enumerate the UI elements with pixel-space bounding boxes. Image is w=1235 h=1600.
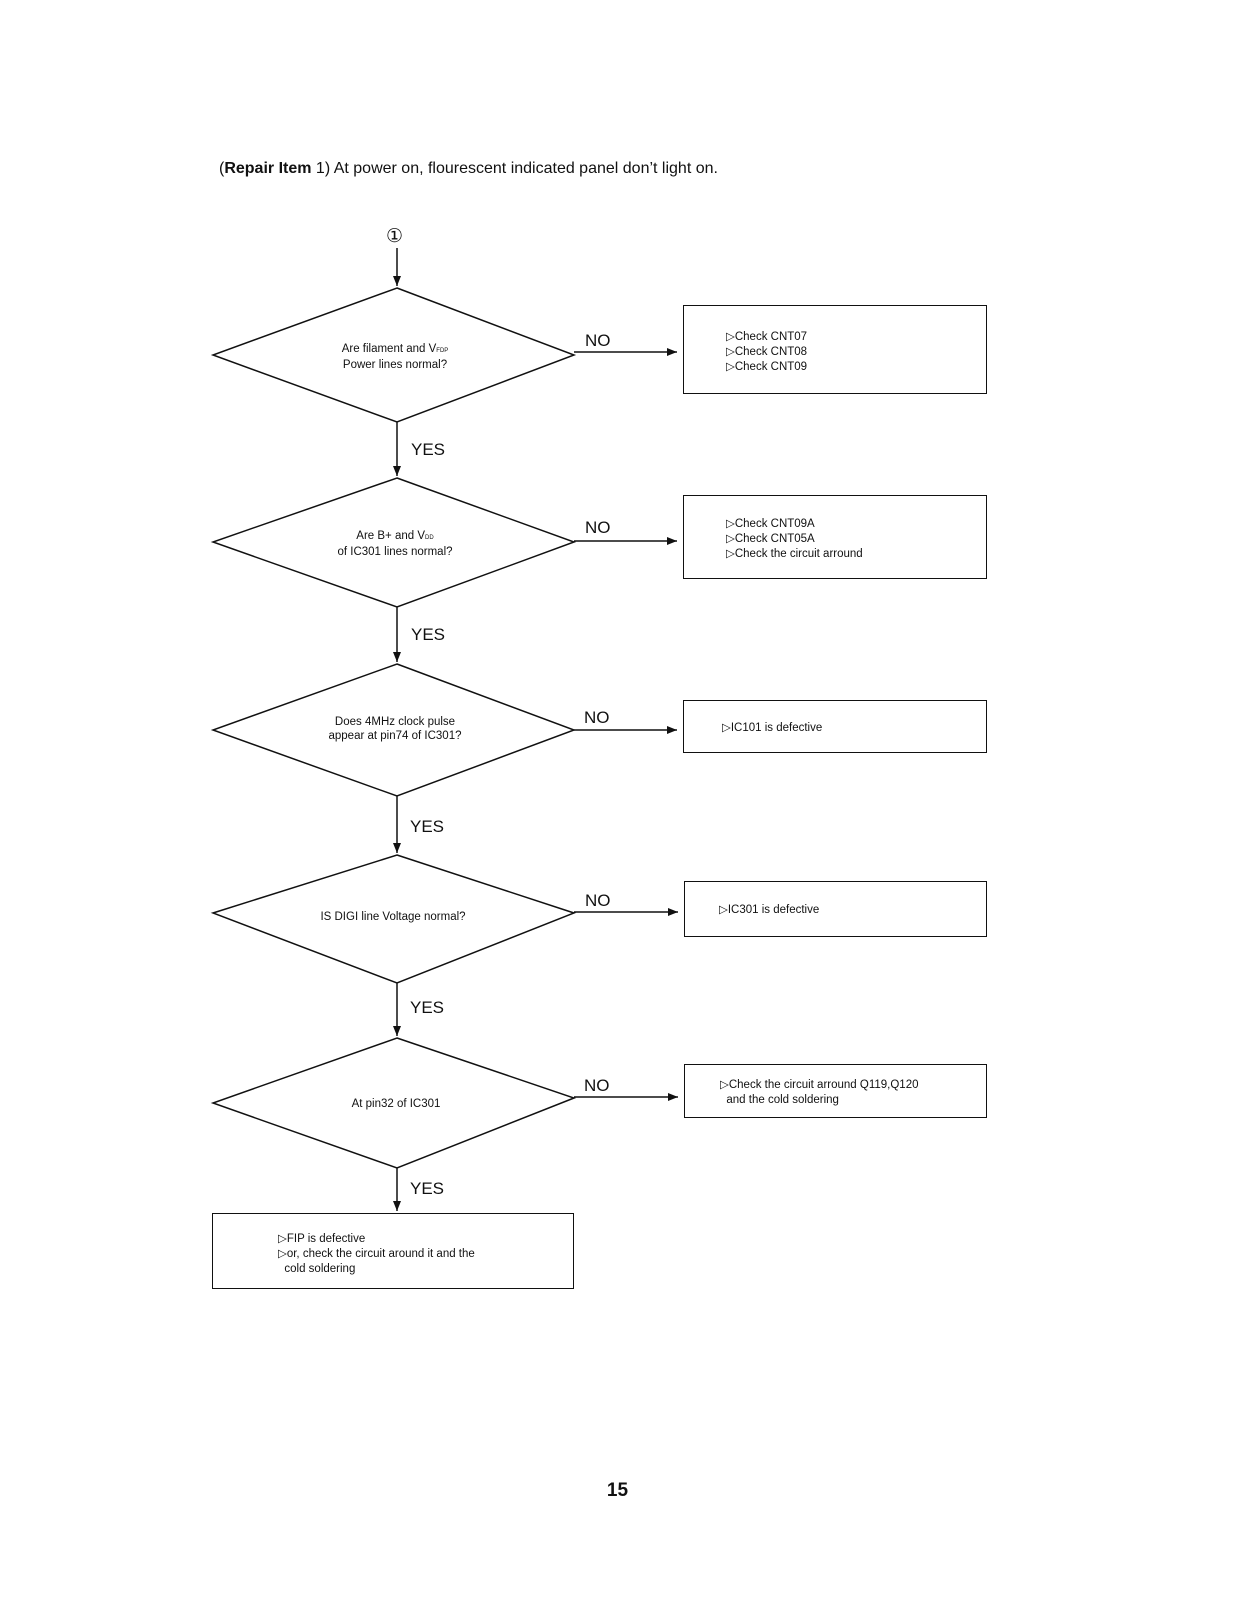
start-connector: ①	[386, 225, 404, 247]
decision-text-4: IS DIGI line Voltage normal?	[320, 911, 466, 923]
no-label-5: NO	[584, 1076, 610, 1095]
no-label-4: NO	[585, 891, 611, 910]
action-box-2: ▷Check CNT09A ▷Check CNT05A ▷Check the c…	[683, 495, 987, 579]
yes-label-3: YES	[410, 817, 445, 836]
title-bold: Repair Item	[224, 160, 312, 177]
action-line: ▷IC101 is defective	[722, 722, 823, 734]
action-line: ▷Check CNT07	[726, 331, 808, 343]
action-box-3: ▷IC101 is defective	[683, 700, 987, 753]
action-line: ▷Check CNT09	[726, 361, 808, 373]
action-line: ▷Check the circuit arround	[726, 548, 863, 560]
action-line: ▷Check CNT08	[726, 346, 808, 358]
no-label-3: NO	[584, 708, 610, 727]
action-line: ▷or, check the circuit around it and the	[278, 1248, 475, 1260]
action-box-1: ▷Check CNT07 ▷Check CNT08 ▷Check CNT09	[683, 305, 987, 394]
no-label-2: NO	[585, 518, 611, 537]
action-box-5: ▷Check the circuit arround Q119,Q120 and…	[684, 1064, 987, 1118]
action-line: ▷Check CNT09A	[726, 518, 815, 530]
action-line: ▷Check the circuit arround Q119,Q120	[720, 1079, 919, 1091]
page-number: 15	[606, 1480, 629, 1501]
yes-label-5: YES	[410, 1179, 445, 1198]
action-line: and the cold soldering	[720, 1094, 839, 1106]
title-rest: 1) At power on, flourescent indicated pa…	[311, 160, 718, 177]
yes-label-2: YES	[411, 625, 446, 644]
decision-text-5: At pin32 of IC301	[351, 1098, 441, 1110]
final-action-box: ▷FIP is defective ▷or, check the circuit…	[212, 1213, 574, 1289]
action-line: cold soldering	[278, 1263, 356, 1275]
action-line: ▷IC301 is defective	[719, 904, 820, 916]
yes-label-4: YES	[410, 998, 445, 1017]
action-line: ▷FIP is defective	[278, 1233, 366, 1245]
page-title: (Repair Item 1) At power on, flourescent…	[219, 160, 718, 177]
action-box-4: ▷IC301 is defective	[684, 881, 987, 937]
yes-label-1: YES	[411, 440, 446, 459]
action-line: ▷Check CNT05A	[726, 533, 815, 545]
no-label-1: NO	[585, 331, 611, 350]
